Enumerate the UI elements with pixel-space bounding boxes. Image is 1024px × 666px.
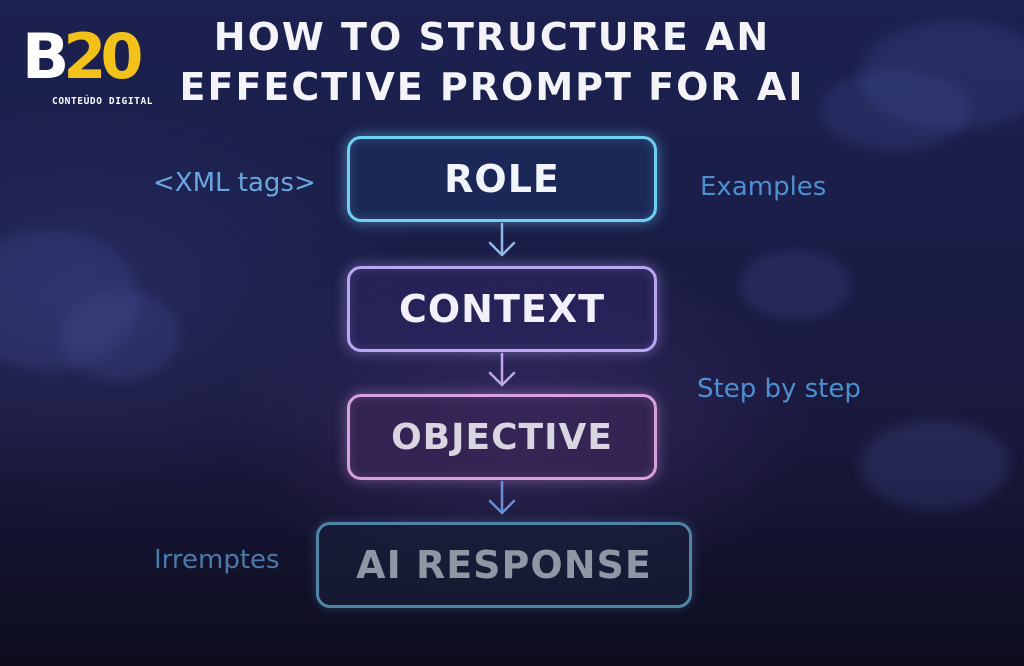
logo-letter: B [22,20,69,93]
background-cloud [860,20,1024,130]
context-label: CONTEXT [398,287,606,331]
brand-logo: B20 CONTEÚDO DIGITAL [22,22,162,114]
ai-response-box: AI RESPONSE [316,522,692,608]
role-label: ROLE [444,157,560,201]
step-by-step-label: Step by step [697,374,861,404]
background-cloud [60,290,180,380]
background-cloud [0,230,140,370]
logo-number: 20 [63,20,143,93]
ai-response-label: AI RESPONSE [356,543,652,587]
objective-label: OBJECTIVE [391,416,613,458]
background-cloud [740,250,850,320]
role-box: ROLE [347,136,657,222]
context-box: CONTEXT [347,266,657,352]
background-cloud [860,420,1010,510]
title-line-1: HOW TO STRUCTURE AN [213,15,771,59]
irremptes-label: Irremptes [154,545,280,575]
arrow-objective-to-response [488,480,516,515]
arrow-role-to-context [488,222,516,257]
xml-tags-label: <XML tags> [153,168,316,198]
examples-label: Examples [700,172,827,202]
logo-mark: B20 [22,20,144,93]
logo-subtitle: CONTEÚDO DIGITAL [52,96,154,107]
background-cloud [820,70,970,150]
title-line-2: EFFECTIVE PROMPT FOR AI [179,65,805,109]
arrow-context-to-objective [488,352,516,387]
objective-box: OBJECTIVE [347,394,657,480]
